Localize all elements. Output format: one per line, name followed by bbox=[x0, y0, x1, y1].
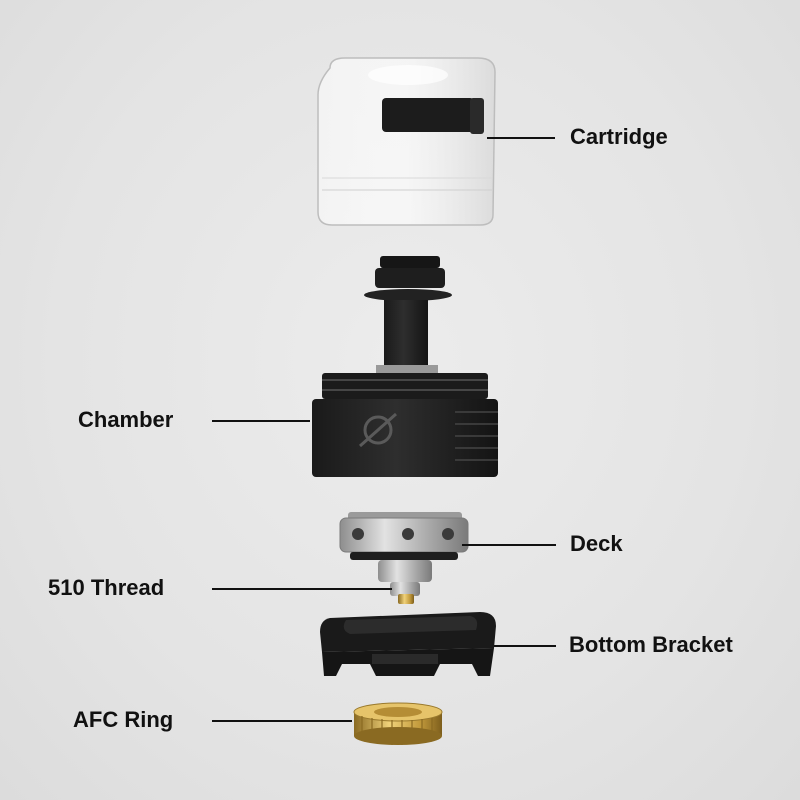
bottom-bracket-leader-line bbox=[494, 645, 556, 647]
deck-part bbox=[339, 512, 469, 604]
afc-ring-part bbox=[353, 702, 443, 745]
deck-label: Deck bbox=[570, 531, 623, 556]
thread-label: 510 Thread bbox=[48, 575, 165, 600]
chamber-label: Chamber bbox=[78, 407, 174, 432]
brand-logo-icon bbox=[359, 412, 397, 448]
afc-ring-label: AFC Ring bbox=[73, 707, 174, 732]
afc-ring-leader-line bbox=[212, 720, 352, 722]
chamber-part bbox=[312, 256, 498, 477]
cartridge-part bbox=[317, 57, 496, 226]
cartridge-leader-line bbox=[487, 137, 555, 139]
cartridge-label: Cartridge bbox=[570, 124, 668, 149]
thread-leader-line bbox=[212, 588, 392, 590]
bottom-bracket-label: Bottom Bracket bbox=[569, 632, 733, 657]
bottom-bracket-part bbox=[320, 612, 496, 676]
chamber-leader-line bbox=[212, 420, 310, 422]
deck-leader-line bbox=[462, 544, 556, 546]
